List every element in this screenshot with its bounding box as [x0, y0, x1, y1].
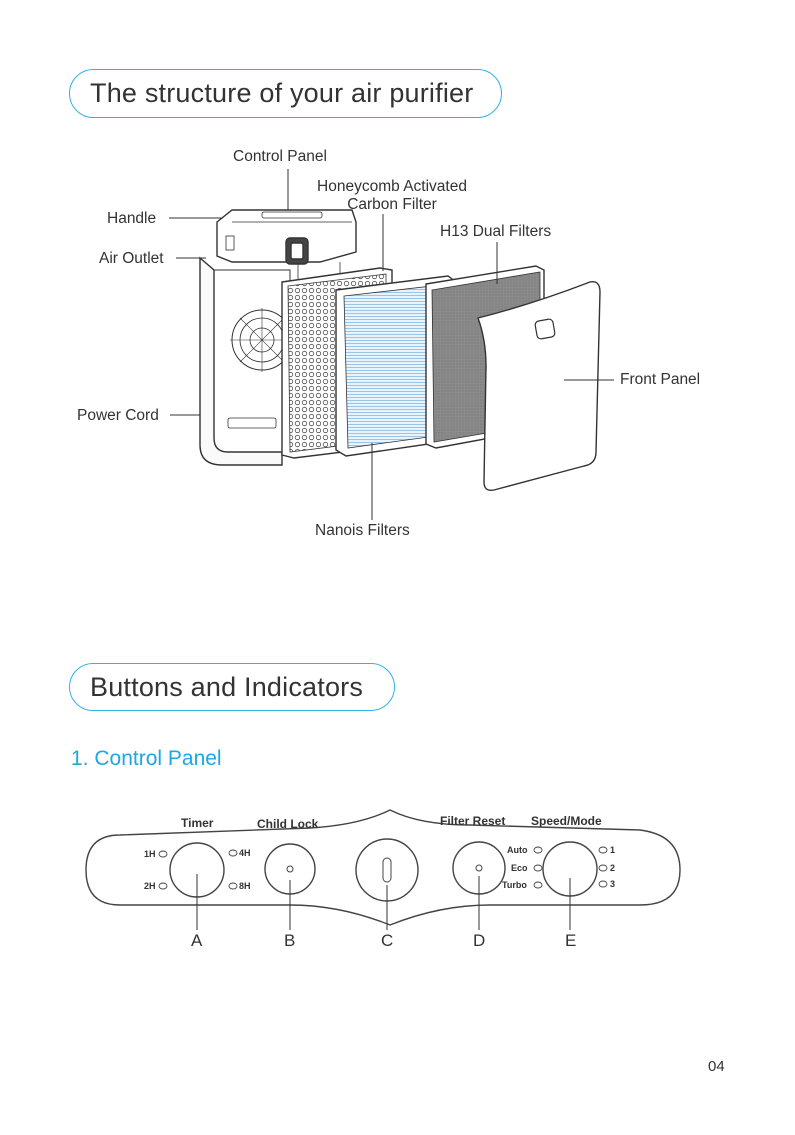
section-title-buttons: Buttons and Indicators [69, 663, 395, 711]
filter-reset-button-ring [453, 842, 505, 894]
power-button-ring [356, 839, 418, 901]
page-number: 04 [708, 1058, 725, 1075]
panel-label-filter-reset: Filter Reset [440, 814, 505, 828]
label-honeycomb-line2: Carbon Filter [302, 196, 482, 214]
speed-mode-button-ring [543, 842, 597, 896]
label-front-panel: Front Panel [620, 371, 700, 389]
front-panel [478, 282, 600, 491]
panel-label-timer: Timer [181, 816, 213, 830]
timer-1h: 1H [144, 849, 156, 859]
label-h13: H13 Dual Filters [440, 223, 551, 241]
timer-4h: 4H [239, 848, 251, 858]
button-letter-a: A [191, 931, 202, 951]
button-letter-d: D [473, 931, 485, 951]
mode-eco: Eco [511, 863, 528, 873]
label-power-cord: Power Cord [77, 407, 159, 425]
label-honeycomb-line1: Honeycomb Activated [302, 178, 482, 196]
label-control-panel: Control Panel [233, 148, 327, 166]
label-honeycomb: Honeycomb Activated Carbon Filter [302, 178, 482, 214]
speed-1: 1 [610, 845, 615, 855]
label-handle: Handle [107, 210, 156, 228]
indicator-leds [159, 847, 607, 889]
panel-label-speed-mode: Speed/Mode [531, 814, 602, 828]
timer-8h: 8H [239, 881, 251, 891]
purifier-exploded-diagram [0, 0, 795, 600]
speed-2: 2 [610, 863, 615, 873]
button-letter-b: B [284, 931, 295, 951]
child-lock-button-ring [265, 844, 315, 894]
panel-label-child-lock: Child Lock [257, 817, 318, 831]
section-title-text: Buttons and Indicators [90, 672, 363, 703]
speed-3: 3 [610, 879, 615, 889]
subheading-control-panel: 1. Control Panel [71, 747, 222, 771]
timer-2h: 2H [144, 881, 156, 891]
timer-button-ring [170, 843, 224, 897]
button-letter-c: C [381, 931, 393, 951]
label-air-outlet: Air Outlet [99, 250, 164, 268]
mode-turbo: Turbo [502, 880, 527, 890]
button-letter-e: E [565, 931, 576, 951]
purifier-body [200, 258, 294, 465]
mode-auto: Auto [507, 845, 528, 855]
label-nanois: Nanois Filters [315, 522, 410, 540]
